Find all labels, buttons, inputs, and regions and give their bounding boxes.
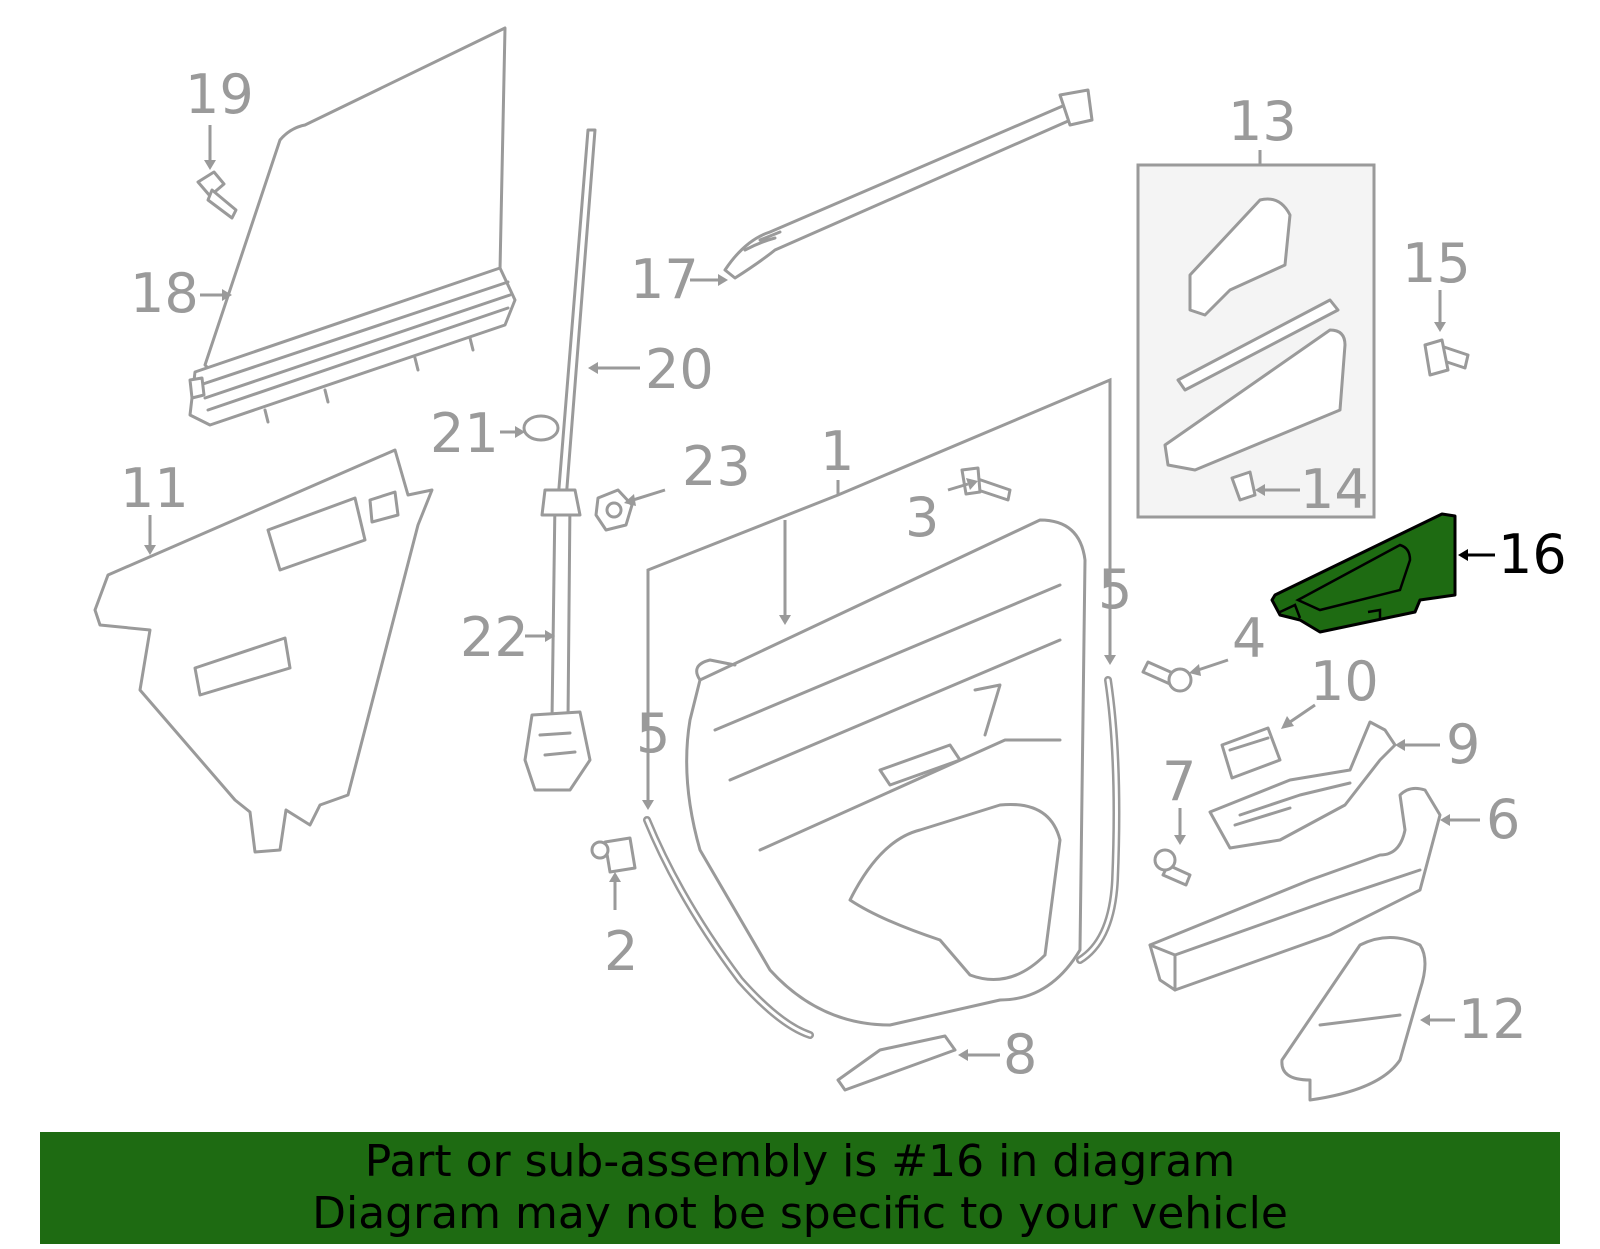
label-14: 14	[1300, 458, 1369, 521]
label-19: 19	[185, 63, 254, 126]
part-4-screw[interactable]	[1141, 660, 1193, 693]
label-12: 12	[1458, 988, 1527, 1051]
part-20-rod[interactable]	[556, 128, 597, 502]
part-5-seal-left[interactable]	[643, 816, 814, 1039]
label-11: 11	[120, 457, 189, 520]
label-5-left: 5	[636, 702, 670, 765]
part-19-bolt[interactable]	[196, 170, 238, 220]
label-7: 7	[1162, 750, 1196, 813]
part-10-switch[interactable]	[1220, 726, 1282, 780]
part-18-door-glass[interactable]	[188, 26, 517, 427]
banner-line-2: Diagram may not be specific to your vehi…	[312, 1188, 1288, 1239]
part-11-watershield[interactable]	[93, 448, 434, 854]
label-20: 20	[645, 338, 714, 401]
part-7-screw[interactable]	[1153, 848, 1192, 887]
part-5-seal-right[interactable]	[1076, 676, 1121, 964]
label-1: 1	[820, 420, 854, 483]
parts-diagram: 19 18 17 20 21 11 23 22 1 3 5 5 2 4 13 1…	[93, 26, 1567, 1102]
part-17-window-regulator[interactable]	[723, 88, 1094, 280]
part-21-plug[interactable]	[522, 414, 560, 442]
label-8: 8	[1003, 1023, 1037, 1086]
part-13-handle-assembly[interactable]	[1136, 163, 1376, 519]
part-23-nut[interactable]	[594, 488, 634, 532]
part-6-armrest[interactable]	[1148, 786, 1442, 992]
banner-line-1: Part or sub-assembly is #16 in diagram	[364, 1136, 1236, 1187]
label-9: 9	[1446, 713, 1480, 776]
label-23: 23	[682, 435, 751, 498]
label-3: 3	[905, 486, 939, 549]
part-1-door-trim-panel[interactable]	[685, 518, 1087, 1027]
part-16-trim-panel[interactable]	[1270, 512, 1457, 634]
label-15: 15	[1402, 232, 1471, 295]
label-6: 6	[1486, 788, 1520, 851]
label-5-right: 5	[1098, 558, 1132, 621]
part-22-lock-cable[interactable]	[523, 488, 592, 792]
label-21: 21	[430, 402, 499, 465]
part-2-grommet[interactable]	[590, 836, 637, 874]
label-16: 16	[1498, 523, 1567, 586]
label-4: 4	[1232, 607, 1266, 670]
notice-banner: Part or sub-assembly is #16 in diagram D…	[40, 1132, 1560, 1244]
label-22: 22	[460, 606, 529, 669]
callout-labels: 19 18 17 20 21 11 23 22 1 3 5 5 2 4 13 1…	[120, 63, 1567, 1086]
part-8-trim-strip[interactable]	[836, 1034, 957, 1092]
label-10: 10	[1310, 650, 1379, 713]
leader-lines	[144, 125, 1495, 1061]
label-17: 17	[630, 248, 699, 311]
label-2: 2	[604, 920, 638, 983]
label-13: 13	[1228, 90, 1297, 153]
part-12-speaker-grille[interactable]	[1280, 936, 1427, 1102]
part-15-screw[interactable]	[1423, 338, 1470, 377]
label-18: 18	[130, 262, 199, 325]
